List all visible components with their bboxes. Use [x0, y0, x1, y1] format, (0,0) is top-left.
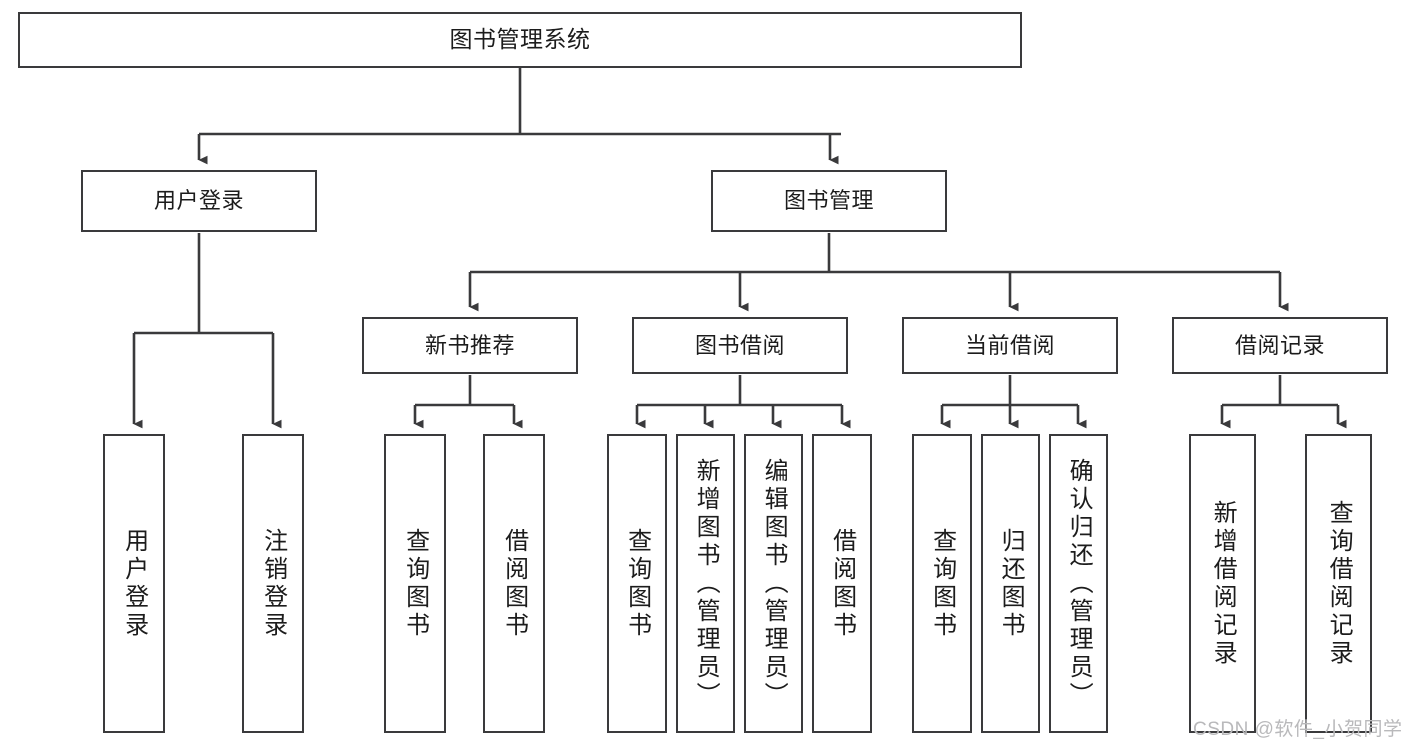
leaf-book-borrow-query-book[interactable]: 查询图书 — [607, 434, 667, 733]
node-label: 编辑图书（管理员） — [760, 457, 788, 710]
node-label: 新书推荐 — [424, 332, 515, 358]
node-label: 用户登录 — [120, 527, 148, 640]
node-label: 注销登录 — [259, 527, 287, 640]
node-label: 图书管理 — [783, 188, 874, 214]
leaf-current-borrow-return-book[interactable]: 归还图书 — [981, 434, 1040, 733]
leaf-borrow-record-query-record[interactable]: 查询借阅记录 — [1305, 434, 1372, 733]
node-label: 借阅图书 — [828, 527, 856, 640]
leaf-borrow-record-add-record[interactable]: 新增借阅记录 — [1189, 434, 1256, 733]
node-user-login[interactable]: 用户登录 — [81, 170, 317, 232]
node-root-book-management-system[interactable]: 图书管理系统 — [18, 12, 1022, 68]
csdn-watermark: CSDN @软件_小贺同学 — [1193, 719, 1403, 740]
node-label: 图书借阅 — [694, 332, 785, 358]
node-label: 新增图书（管理员） — [692, 457, 720, 710]
node-new-book-recommend[interactable]: 新书推荐 — [362, 317, 578, 374]
leaf-current-borrow-query-book[interactable]: 查询图书 — [912, 434, 972, 733]
leaf-book-borrow-edit-book-admin[interactable]: 编辑图书（管理员） — [744, 434, 803, 733]
leaf-user-login-logout[interactable]: 注销登录 — [242, 434, 304, 733]
node-label: 借阅图书 — [500, 527, 528, 640]
node-current-borrow[interactable]: 当前借阅 — [902, 317, 1118, 374]
node-book-borrow[interactable]: 图书借阅 — [632, 317, 848, 374]
node-label: 用户登录 — [153, 188, 244, 214]
node-label: 查询图书 — [623, 527, 651, 640]
node-label: 归还图书 — [997, 527, 1025, 640]
node-label: 图书管理系统 — [449, 26, 591, 53]
leaf-new-book-borrow-book[interactable]: 借阅图书 — [483, 434, 545, 733]
node-label: 借阅记录 — [1234, 332, 1325, 358]
leaf-new-book-query-book[interactable]: 查询图书 — [384, 434, 446, 733]
leaf-book-borrow-borrow-book[interactable]: 借阅图书 — [812, 434, 872, 733]
node-book-management[interactable]: 图书管理 — [711, 170, 947, 232]
node-label: 查询图书 — [401, 527, 429, 640]
leaf-book-borrow-add-book-admin[interactable]: 新增图书（管理员） — [676, 434, 735, 733]
node-label: 当前借阅 — [964, 332, 1055, 358]
node-label: 确认归还（管理员） — [1065, 457, 1093, 710]
node-borrow-record[interactable]: 借阅记录 — [1172, 317, 1388, 374]
node-label: 查询图书 — [928, 527, 956, 640]
node-label: 新增借阅记录 — [1209, 499, 1237, 668]
leaf-current-borrow-confirm-return-admin[interactable]: 确认归还（管理员） — [1049, 434, 1108, 733]
node-label: 查询借阅记录 — [1325, 499, 1353, 668]
leaf-user-login-login[interactable]: 用户登录 — [103, 434, 165, 733]
